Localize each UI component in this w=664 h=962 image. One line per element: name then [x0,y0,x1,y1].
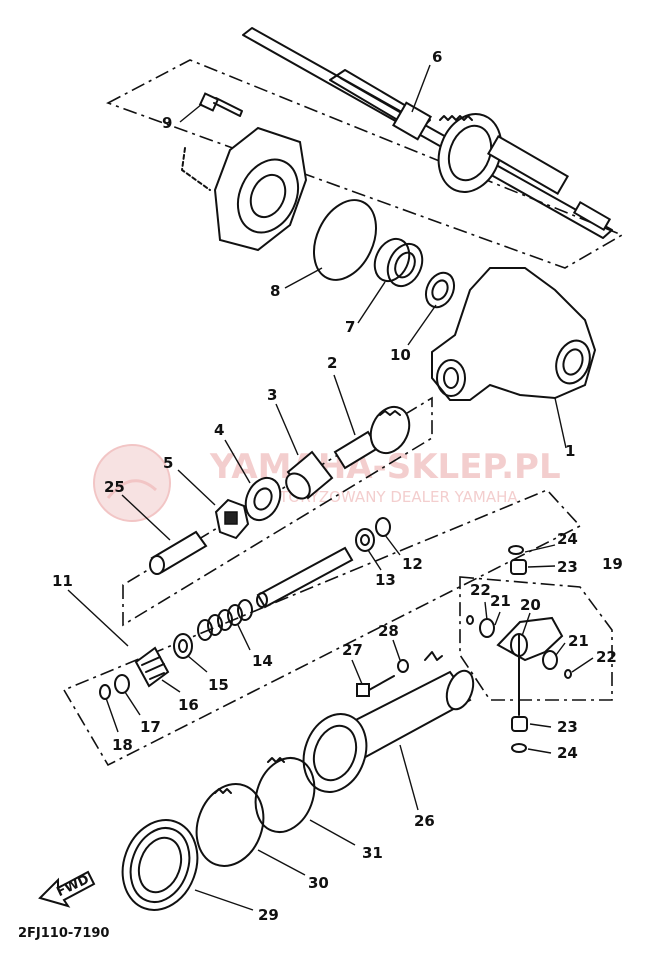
callout-10: 10 [390,346,411,364]
callout-5: 5 [163,454,173,472]
part-12-circlip [375,517,391,537]
bearing-group-outline [62,489,582,767]
part-28-washer [397,659,409,673]
callout-31: 31 [362,844,383,862]
callout-21-right: 21 [568,632,589,650]
callout-14: 14 [252,652,273,670]
callout-16: 16 [178,696,199,714]
callout-7: 7 [345,318,355,336]
callout-24-lower: 24 [557,744,578,762]
part-26-drive-tube [302,651,475,793]
shaft-group-outline [106,59,624,269]
callout-8: 8 [270,282,280,300]
callout-15: 15 [208,676,229,694]
callout-4: 4 [214,421,224,439]
watermark-subtitle: AUTORYZOWANY DEALER YAMAHA [258,488,518,506]
callout-20: 20 [520,596,541,614]
part-9-bolt [198,92,243,117]
part-25-collar [149,530,208,575]
universal-joint-outline [459,576,613,701]
part-16-cam [134,646,170,688]
part-30-clamp [195,783,265,867]
part-5-nut [214,498,250,540]
part-4-bearing [244,476,282,522]
callout-23-lower: 23 [557,718,578,736]
part-15-washer [173,633,193,659]
callouts: 6 9 8 7 10 1 2 3 4 5 25 12 13 11 14 15 1… [52,48,623,924]
part-31-clamp [254,757,316,833]
callout-12: 12 [402,555,423,573]
callout-19: 19 [602,555,623,573]
callout-27: 27 [342,641,363,659]
part-24-washer-lower [511,743,527,753]
callout-26: 26 [414,812,435,830]
watermark-logo-icon [93,444,171,522]
callout-29: 29 [258,906,279,924]
callout-13: 13 [375,571,396,589]
callout-30: 30 [308,874,329,892]
callout-21-left: 21 [490,592,511,610]
part-7-bearing [373,237,424,288]
part-8-o-ring [313,199,377,281]
housing-cover [181,126,308,252]
part-29-boot [121,819,199,911]
callout-11: 11 [52,572,73,590]
part-13-washer [355,528,375,552]
part-2-pinion-gear [333,405,411,470]
middle-driven-shaft [256,546,354,609]
callout-17: 17 [140,718,161,736]
part-23-cap-upper [510,559,527,575]
diagram-code: 2FJ110-7190 [18,926,109,941]
callout-24-upper: 24 [557,530,578,548]
callout-18: 18 [112,736,133,754]
callout-9: 9 [162,114,172,132]
part-27-bolt [356,675,395,697]
callout-23-upper: 23 [557,558,578,576]
leader-lines [67,64,594,911]
callout-3: 3 [267,386,277,404]
callout-28: 28 [378,622,399,640]
universal-joint [466,615,572,716]
part-14-spring [197,599,253,641]
callout-25: 25 [104,478,125,496]
part-23-cap-lower [511,716,528,732]
callout-6: 6 [432,48,442,66]
part-18-circlip [99,684,111,700]
callout-1: 1 [565,442,575,460]
callout-2: 2 [327,354,337,372]
part-1-gear-case [431,267,597,401]
part-10-seal [424,271,456,309]
pinion-group-outline [122,396,433,627]
part-6-shaft [242,27,613,239]
part-24-washer-upper [508,545,524,555]
forward-arrow-icon: FWD [38,870,96,908]
callout-22-right: 22 [596,648,617,666]
part-3-sleeve [285,450,334,500]
part-17-washer [114,674,130,694]
callout-22-left: 22 [470,581,491,599]
